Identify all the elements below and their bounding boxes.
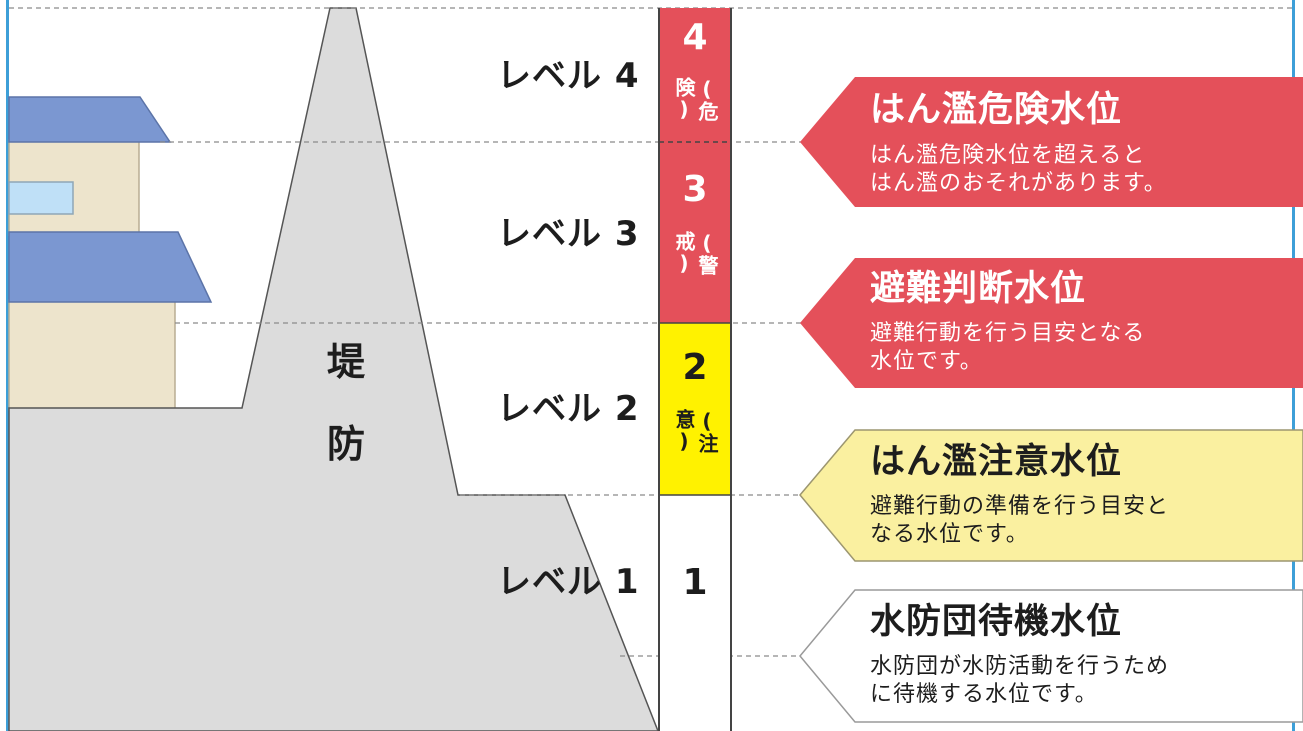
callout-standby-title: 水防団待機水位	[870, 602, 1123, 642]
gauge-number-3: 3	[682, 169, 708, 210]
gauge-number-4: 4	[682, 17, 708, 58]
house-window	[8, 181, 74, 215]
gauge-danger-fill	[659, 8, 731, 323]
gauge-note-3: (警戒)	[672, 230, 719, 275]
house-illustration	[8, 96, 213, 411]
gauge-caution-fill	[659, 323, 731, 495]
house-lower-wall	[8, 299, 176, 411]
gauge-note-2: (注意)	[672, 408, 719, 453]
level-lines	[9, 7, 1295, 657]
house-lower-roof	[8, 231, 213, 303]
callout-standby-description: 水防団が水防活動を行うため に待機する水位です。	[870, 654, 1170, 707]
gauge-number-2: 2	[682, 347, 708, 388]
callout-evacuation-title: 避難判断水位	[870, 269, 1087, 309]
callout-danger-description: はん濫危険水位を超えると はん濫のおそれがあります。	[870, 143, 1167, 196]
level-3-label: レベル 3	[497, 214, 640, 254]
callout-danger-title: はん濫危険水位	[870, 90, 1123, 130]
level-2-label: レベル 2	[497, 389, 640, 429]
callout-standby-shape	[799, 589, 1303, 723]
house-upper-roof	[8, 96, 172, 143]
callout-shapes	[799, 77, 1303, 723]
level-4-label: レベル 4	[497, 56, 640, 96]
embankment-label-1: 堤	[326, 340, 365, 384]
callout-caution-description: 避難行動の準備を行う目安と なる水位です。	[870, 494, 1170, 547]
gauge-number-1: 1	[682, 562, 708, 603]
level-1-label: レベル 1	[497, 562, 640, 602]
callout-evacuation-shape	[800, 258, 1303, 388]
gauge-note-4: (危険)	[672, 77, 719, 121]
callout-evacuation-description: 避難行動を行う目安となる 水位です。	[870, 321, 1146, 374]
callout-caution-shape	[799, 429, 1303, 562]
level-gauge	[658, 8, 732, 731]
callout-danger-shape	[800, 77, 1303, 207]
embankment-label-2: 防	[326, 422, 365, 466]
callout-caution-title: はん濫注意水位	[870, 442, 1123, 482]
gauge-normal-fill	[659, 495, 731, 731]
